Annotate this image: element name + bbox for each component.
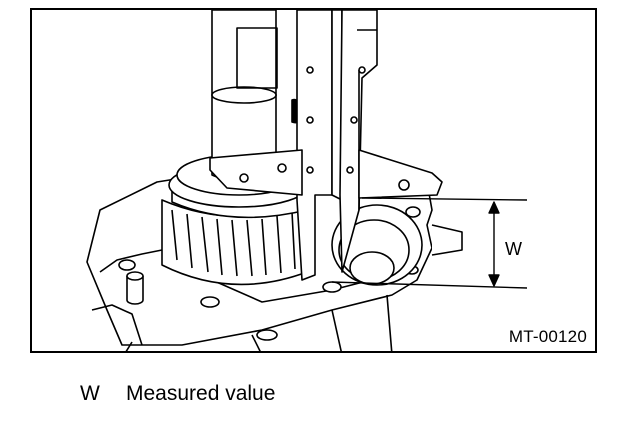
transmission-drawing: [86, 10, 528, 351]
gauge-bracket: [209, 149, 443, 199]
figure-id: MT-00120: [508, 327, 587, 346]
dimension-w: [331, 197, 528, 289]
legend: W Measured value: [80, 382, 275, 406]
illustration-frame: W MT-00120: [30, 8, 597, 353]
dimension-label: W: [505, 239, 522, 259]
legend-text: Measured value: [126, 382, 276, 405]
legend-symbol: W: [80, 382, 100, 405]
